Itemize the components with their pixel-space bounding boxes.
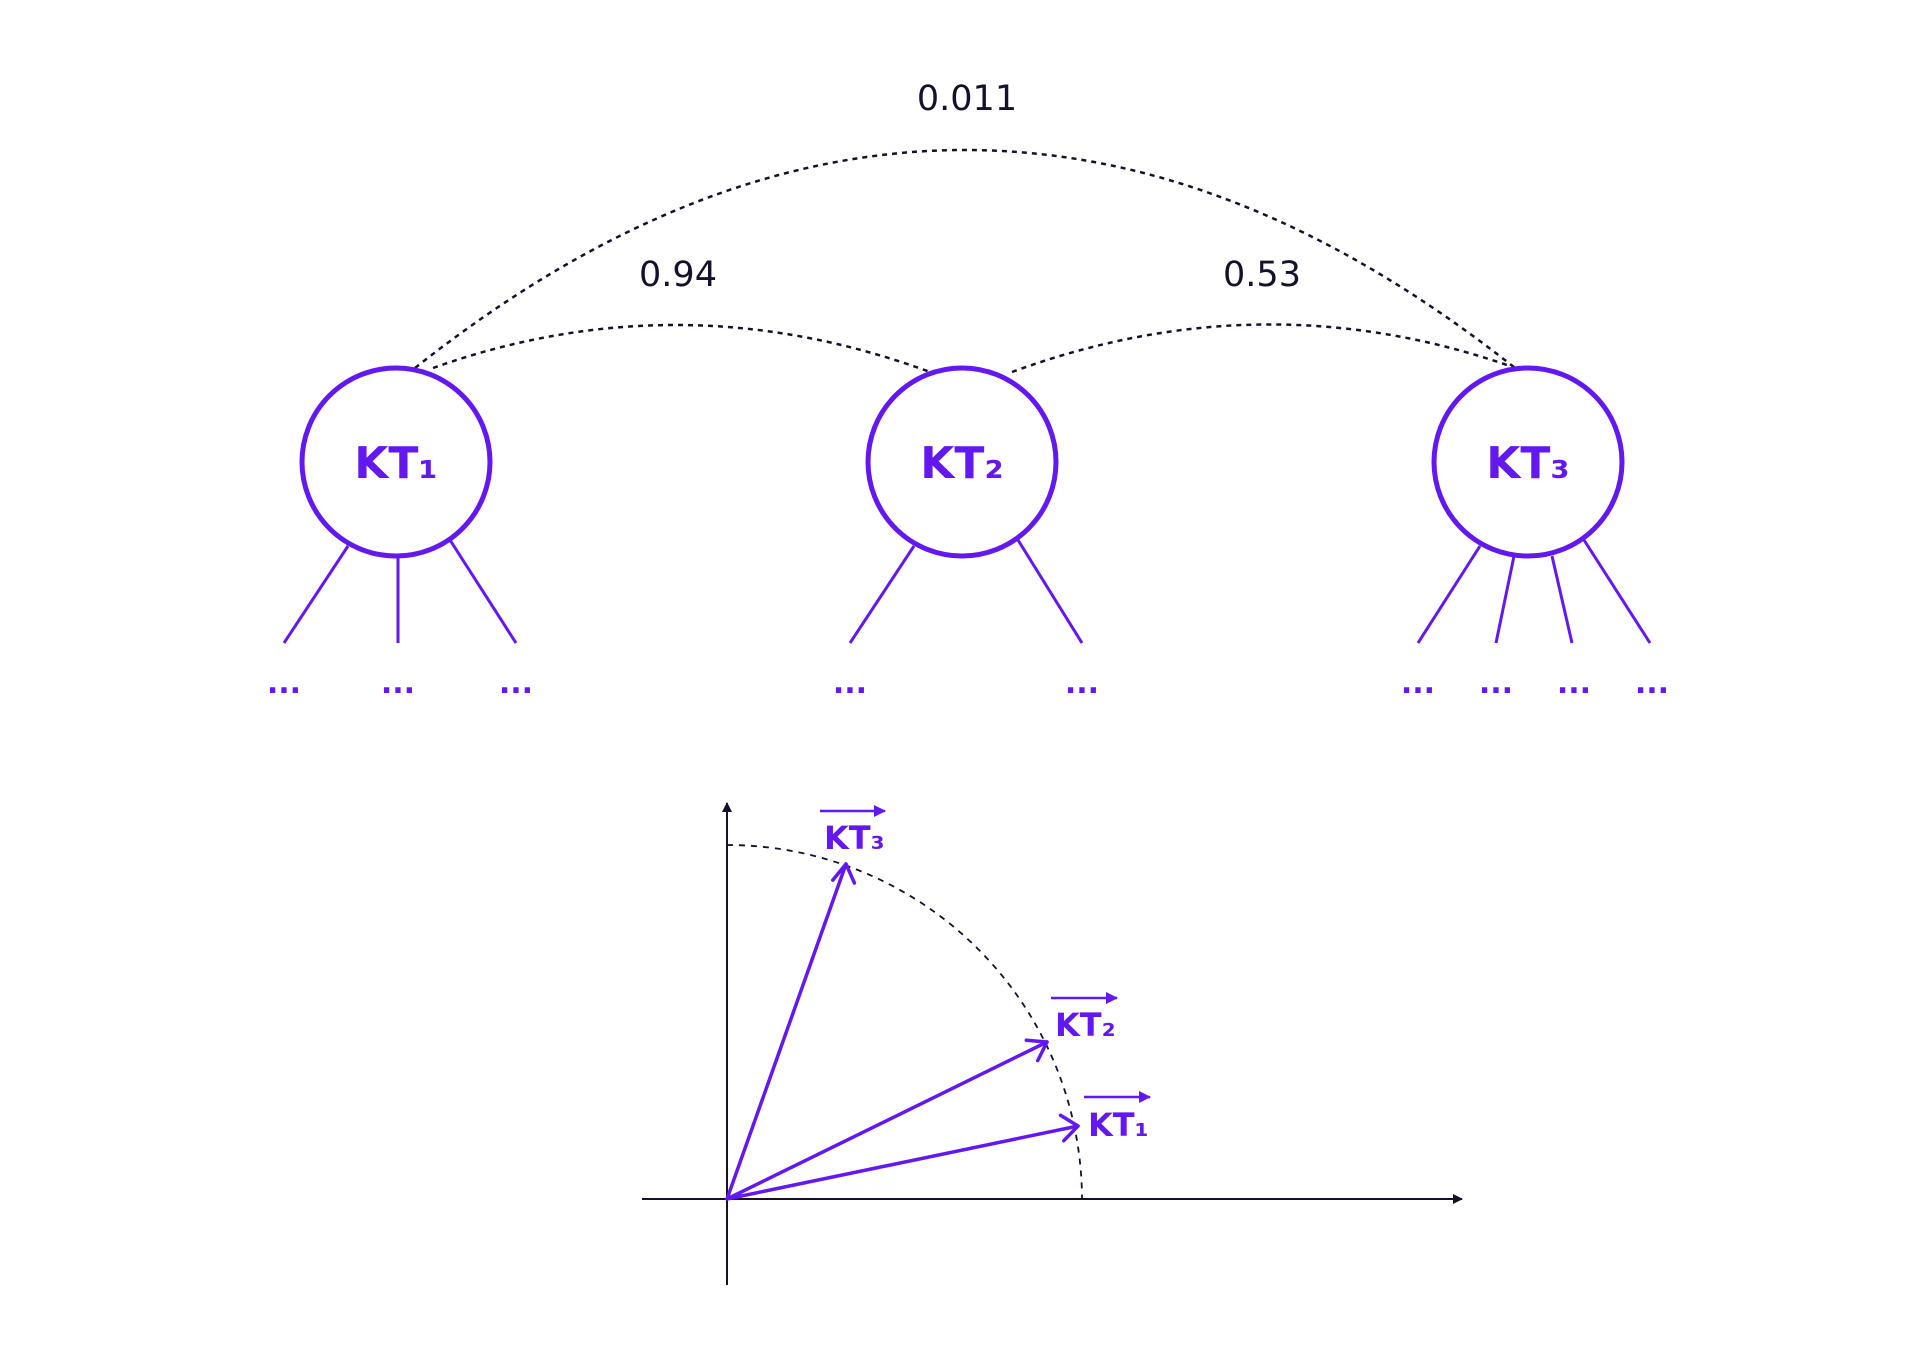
- node-kt2: KT₂ ... ...: [833, 365, 1099, 701]
- vector-label-kt3: KT₃: [820, 805, 886, 857]
- child-placeholder: ...: [381, 666, 415, 701]
- child-placeholder: ...: [1635, 666, 1669, 701]
- node-kt3-circle: [1431, 365, 1625, 559]
- node-kt2-circle: [865, 365, 1059, 559]
- edge-kt1-kt3: [414, 148, 1516, 369]
- child-placeholder: ...: [499, 666, 533, 701]
- node-kt2-branch: [848, 545, 916, 644]
- edge-kt1-kt2: [432, 323, 931, 374]
- vector-kt2: [725, 1038, 1049, 1201]
- node-kt3: KT₃ ... ... ... ...: [1401, 365, 1669, 701]
- unit-arc: [726, 844, 1083, 1201]
- vector-label-kt2: KT₂: [1051, 992, 1118, 1044]
- vector-label-kt1: KT₁: [1084, 1091, 1151, 1144]
- node-kt1-label: KT₁: [354, 438, 437, 489]
- node-kt2-label: KT₂: [920, 438, 1003, 489]
- vector-kt3-arrowhead: [831, 862, 857, 885]
- edge-kt2-kt3: [1011, 323, 1511, 374]
- node-kt3-branch: [1416, 545, 1482, 644]
- node-kt1-circle: [299, 365, 493, 559]
- vector-kt1-arrowhead: [1058, 1113, 1080, 1143]
- child-placeholder: ...: [833, 666, 867, 701]
- child-placeholder: ...: [1479, 666, 1513, 701]
- vector-kt3-shaft: [725, 862, 848, 1201]
- node-kt3-label: KT₃: [1486, 438, 1569, 489]
- node-kt3-branch: [1494, 555, 1516, 644]
- child-placeholder: ...: [1557, 666, 1591, 701]
- node-kt1-branch: [448, 539, 518, 644]
- vector-space: KT₃ KT₂ KT₁: [642, 802, 1463, 1285]
- node-kt1: KT₁ ... ... ...: [267, 365, 533, 701]
- node-kt2-branch: [1016, 539, 1084, 644]
- vector-kt3-label: KT₃: [824, 819, 885, 857]
- vector-kt2-arrowhead: [1024, 1038, 1049, 1063]
- edge-label-kt1-kt3: 0.011: [917, 79, 1017, 119]
- vector-kt1-shaft: [725, 1124, 1080, 1201]
- vector-kt1-label: KT₁: [1088, 1106, 1149, 1144]
- child-placeholder: ...: [1065, 666, 1099, 701]
- vector-kt3: [725, 862, 857, 1201]
- node-kt1-branch: [282, 545, 350, 644]
- vector-kt2-shaft: [725, 1040, 1049, 1201]
- vector-kt2-label: KT₂: [1055, 1006, 1116, 1044]
- node-kt3-branch: [1582, 539, 1652, 644]
- child-placeholder: ...: [1401, 666, 1435, 701]
- child-placeholder: ...: [267, 666, 301, 701]
- edge-label-kt1-kt2: 0.94: [639, 255, 717, 295]
- similarity-graph: 0.011 0.94 0.53 KT₁ ... ... ... KT₂ ... …: [267, 79, 1669, 701]
- vector-kt1: [725, 1113, 1080, 1201]
- node-kt3-branch: [1550, 555, 1574, 644]
- edge-label-kt2-kt3: 0.53: [1223, 255, 1301, 295]
